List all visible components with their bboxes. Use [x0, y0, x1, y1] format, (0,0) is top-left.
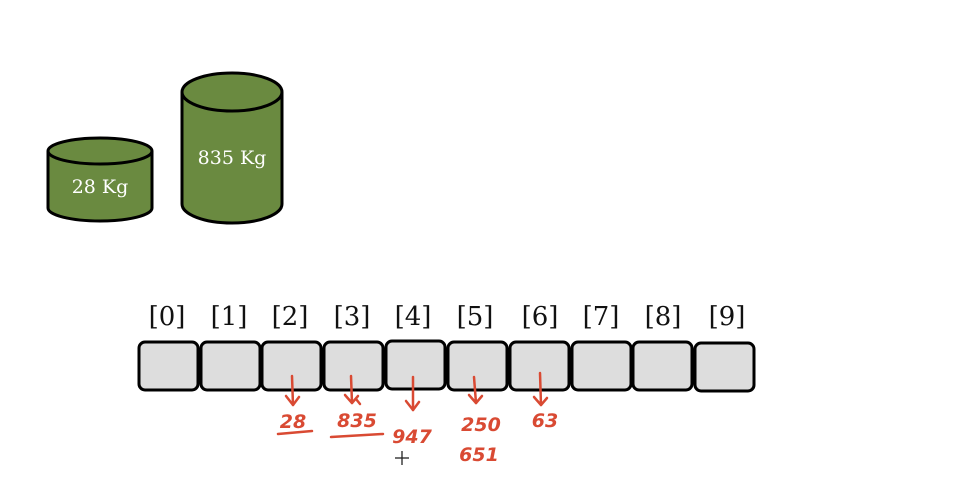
- index-label-6: [6]: [522, 302, 559, 332]
- ink-underline-slot-3: [329, 432, 385, 439]
- weight-label-small: 28 Kg: [72, 176, 129, 198]
- arrow-slot-4: [404, 375, 421, 412]
- arrow-slot-6: [532, 371, 549, 407]
- array-cell-4: [384, 339, 447, 391]
- ink-value-slot-3: 835: [337, 410, 377, 432]
- arrow-slot-5: [467, 375, 484, 405]
- ink-value-slot-5-top: 250: [461, 414, 501, 436]
- ink-underline-slot-2: [276, 429, 314, 436]
- array-cell-5: [446, 340, 509, 392]
- array-cell-1: [199, 340, 262, 392]
- index-label-1: [1]: [211, 302, 248, 332]
- index-label-4: [4]: [395, 302, 432, 332]
- index-label-9: [9]: [709, 302, 746, 332]
- array-cell-9: [693, 341, 756, 393]
- ink-value-slot-2: 28: [280, 411, 306, 433]
- weight-cylinder-small: 28 Kg: [46, 136, 154, 223]
- index-label-0: [0]: [149, 302, 186, 332]
- crosshair-cursor-icon: [395, 451, 409, 465]
- index-label-7: [7]: [583, 302, 620, 332]
- array-cell-8: [631, 340, 694, 392]
- index-label-3: [3]: [334, 302, 371, 332]
- ink-value-slot-5-bottom: 651: [459, 444, 499, 466]
- index-label-8: [8]: [645, 302, 682, 332]
- array-cell-3: [322, 340, 385, 392]
- array-cells: [137, 339, 756, 393]
- ink-arrows: [284, 371, 549, 412]
- weight-cylinder-large: 835 Kg: [180, 71, 284, 225]
- array-cell-7: [570, 340, 633, 392]
- arrow-slot-2: [284, 374, 301, 407]
- arrow-slot-3: [343, 374, 362, 406]
- index-labels: [0] [1] [2] [3] [4] [5] [6] [7] [8] [9]: [149, 302, 746, 332]
- ink-value-slot-6: 63: [532, 410, 558, 432]
- index-label-5: [5]: [457, 302, 494, 332]
- ink-values: 28 835 947 250 651 63: [276, 410, 558, 466]
- weight-label-large: 835 Kg: [198, 147, 267, 169]
- array-cell-0: [137, 340, 200, 392]
- ink-value-slot-4: 947: [392, 426, 432, 448]
- index-label-2: [2]: [272, 302, 309, 332]
